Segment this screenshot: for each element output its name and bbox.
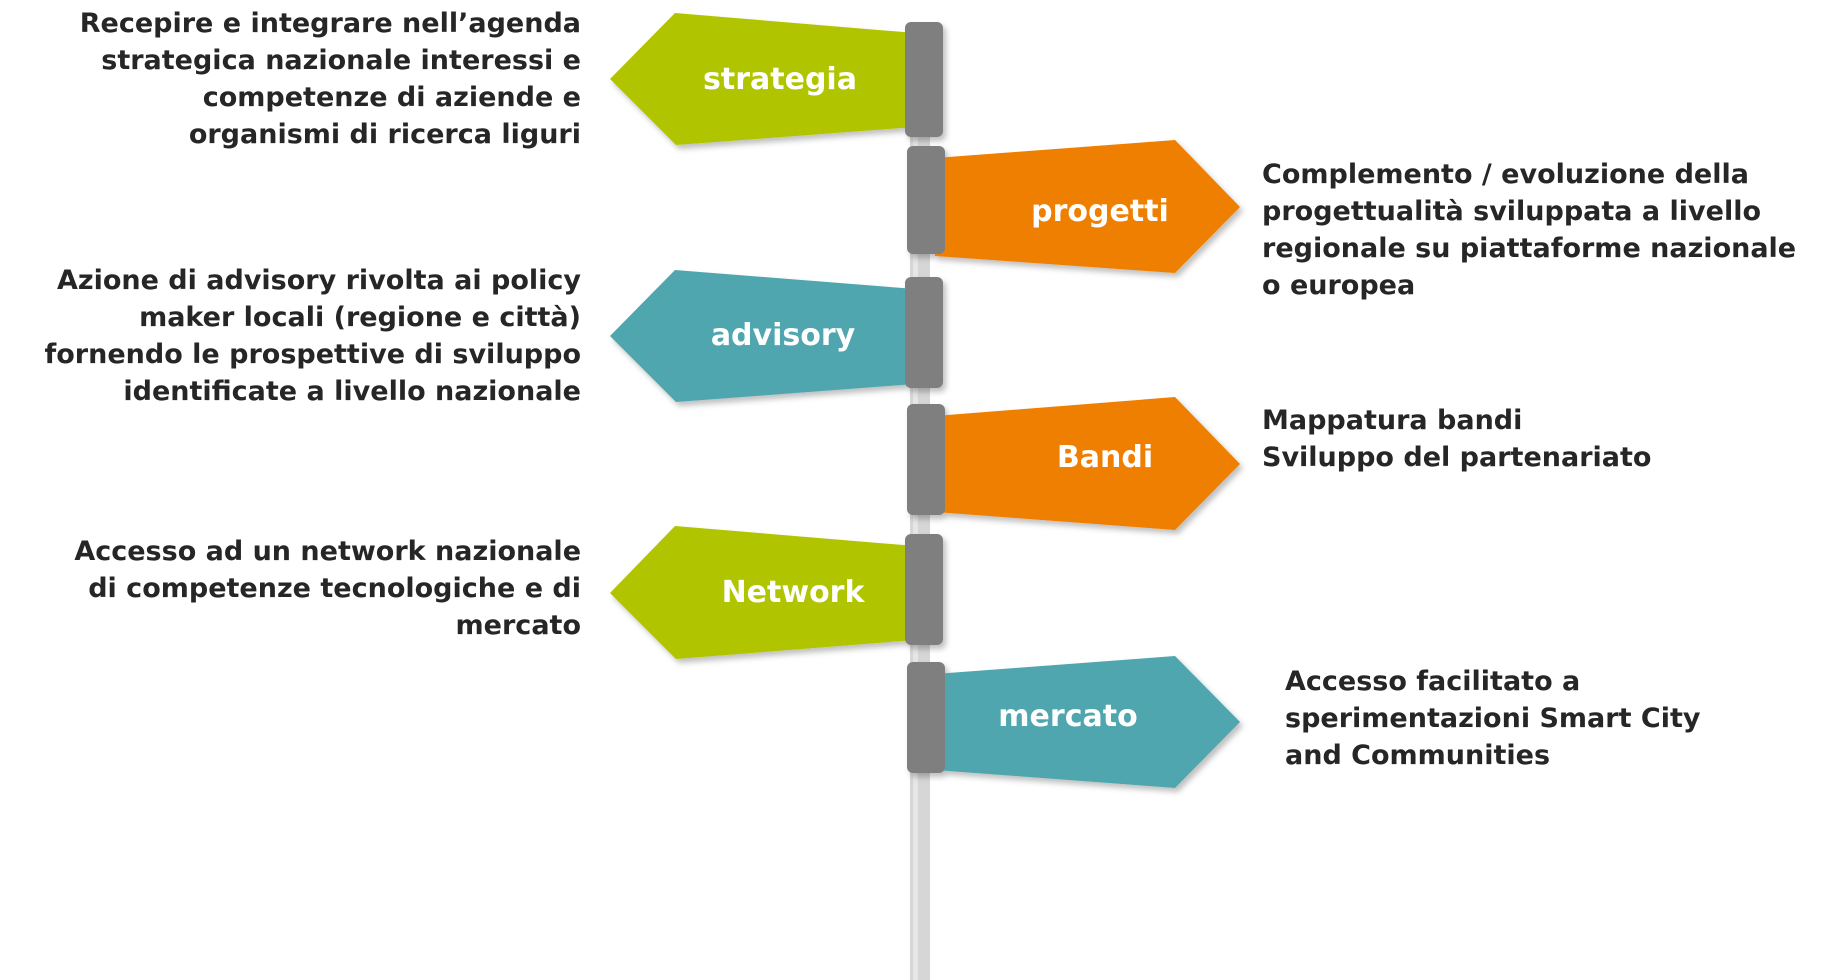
sign-advisory: advisory (610, 270, 943, 402)
sign-strategia-bracket (905, 22, 943, 137)
sign-progetti: progetti (907, 140, 1240, 273)
sign-advisory-arrow (610, 270, 915, 402)
sign-bandi-bracket (907, 404, 945, 515)
sign-mercato-arrow (935, 656, 1240, 788)
sign-strategia-arrow (610, 13, 915, 145)
sign-network-arrow (610, 526, 915, 659)
description-network: Accesso ad un network nazionale di compe… (74, 536, 581, 641)
description-strategia: Recepire e integrare nell’agenda strateg… (79, 8, 581, 150)
description-advisory: Azione di advisory rivolta ai policy mak… (44, 265, 581, 407)
description-bandi: Mappatura bandi Sviluppo del partenariat… (1262, 405, 1652, 473)
sign-bandi-label: Bandi (1057, 440, 1153, 475)
description-mercato: Accesso facilitato a sperimentazioni Sma… (1285, 666, 1701, 771)
sign-advisory-bracket (905, 277, 943, 388)
sign-mercato-bracket (907, 662, 945, 773)
sign-network-label: Network (722, 575, 866, 610)
sign-network-bracket (905, 534, 943, 645)
sign-mercato: mercato (907, 656, 1240, 788)
sign-strategia-label: strategia (703, 62, 857, 97)
sign-advisory-label: advisory (711, 318, 856, 353)
sign-mercato-label: mercato (998, 699, 1137, 734)
sign-progetti-arrow (935, 140, 1240, 273)
sign-strategia: strategia (610, 13, 943, 145)
sign-network: Network (610, 526, 943, 659)
sign-bandi-arrow (935, 397, 1240, 530)
description-progetti: Complemento / evoluzione della progettua… (1262, 159, 1797, 301)
sign-bandi: Bandi (907, 397, 1240, 530)
sign-progetti-bracket (907, 146, 945, 254)
sign-progetti-label: progetti (1031, 194, 1169, 229)
